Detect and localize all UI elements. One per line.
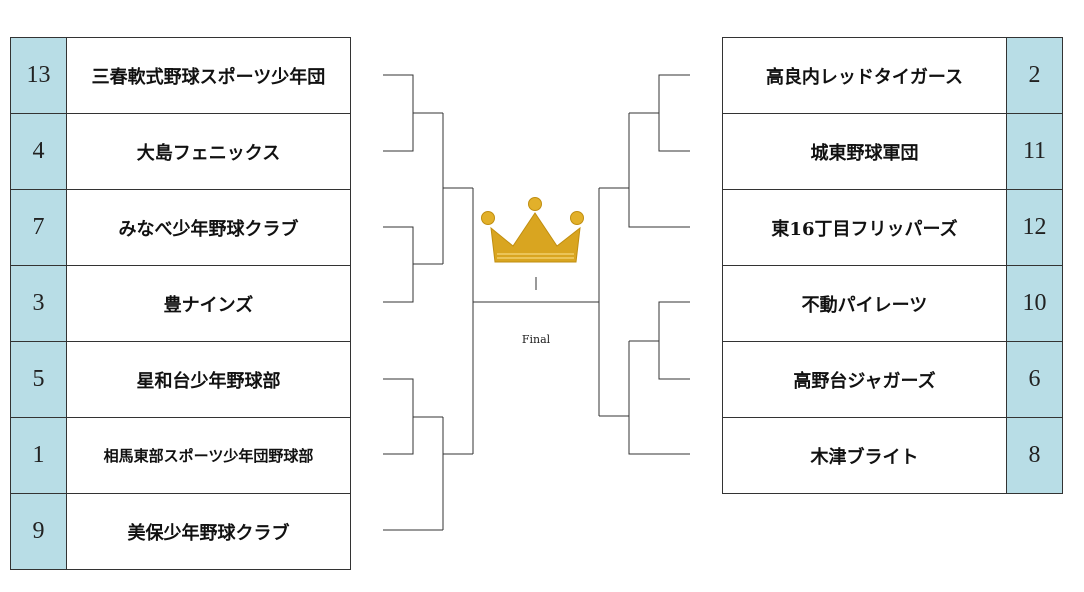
team-name: 城東野球軍団	[722, 113, 1007, 190]
team-name: 相馬東部スポーツ少年団野球部	[66, 417, 351, 494]
team-row: 高良内レッドタイガース 2	[722, 37, 1063, 114]
team-row: 東16丁目フリッパーズ 12	[722, 189, 1063, 266]
team-name: 星和台少年野球部	[66, 341, 351, 418]
team-row: 不動パイレーツ 10	[722, 265, 1063, 342]
team-name: 高良内レッドタイガース	[722, 37, 1007, 114]
left-teams-table: 13 三春軟式野球スポーツ少年団 4 大島フェニックス 7 みなべ少年野球クラブ…	[10, 37, 351, 570]
team-seed: 8	[1006, 417, 1063, 494]
bracket-right-r2-b	[599, 341, 690, 455]
bracket-left-r2-a	[442, 113, 473, 264]
team-name: 木津ブライト	[722, 417, 1007, 494]
team-row: 高野台ジャガーズ 6	[722, 341, 1063, 418]
team-name: 不動パイレーツ	[722, 265, 1007, 342]
bracket-left-r1-a	[383, 74, 443, 152]
team-name: 大島フェニックス	[66, 113, 351, 190]
team-row: 9 美保少年野球クラブ	[10, 493, 351, 570]
team-seed: 11	[1006, 113, 1063, 190]
team-name: 美保少年野球クラブ	[66, 493, 351, 570]
right-teams-table: 高良内レッドタイガース 2 城東野球軍団 11 東16丁目フリッパーズ 12 不…	[722, 37, 1063, 494]
team-seed: 10	[1006, 265, 1063, 342]
team-seed: 5	[10, 341, 67, 418]
team-row: 7 みなべ少年野球クラブ	[10, 189, 351, 266]
team-row: 木津ブライト 8	[722, 417, 1063, 494]
final-label: Final	[521, 333, 551, 346]
team-row: 4 大島フェニックス	[10, 113, 351, 190]
team-seed: 2	[1006, 37, 1063, 114]
team-name: みなべ少年野球クラブ	[66, 189, 351, 266]
crown-icon	[481, 197, 584, 263]
bracket-right-r1-b	[629, 301, 690, 380]
team-seed: 6	[1006, 341, 1063, 418]
team-seed: 7	[10, 189, 67, 266]
team-name: 高野台ジャガーズ	[722, 341, 1007, 418]
team-row: 1 相馬東部スポーツ少年団野球部	[10, 417, 351, 494]
team-seed: 12	[1006, 189, 1063, 266]
bracket-right-r1-a	[629, 74, 690, 152]
bracket-left-r2-b	[442, 417, 473, 530]
team-seed: 9	[10, 493, 67, 570]
team-row: 5 星和台少年野球部	[10, 341, 351, 418]
team-name: 三春軟式野球スポーツ少年団	[66, 37, 351, 114]
team-name: 豊ナインズ	[66, 265, 351, 342]
team-row: 3 豊ナインズ	[10, 265, 351, 342]
team-seed: 4	[10, 113, 67, 190]
team-seed: 13	[10, 37, 67, 114]
team-row: 城東野球軍団 11	[722, 113, 1063, 190]
bracket-left-r1-c	[383, 378, 443, 455]
team-seed: 3	[10, 265, 67, 342]
team-name: 東16丁目フリッパーズ	[722, 189, 1007, 266]
bracket-left-r1-b	[383, 226, 443, 303]
team-row: 13 三春軟式野球スポーツ少年団	[10, 37, 351, 114]
bracket-right-r2-a	[599, 113, 690, 228]
team-seed: 1	[10, 417, 67, 494]
